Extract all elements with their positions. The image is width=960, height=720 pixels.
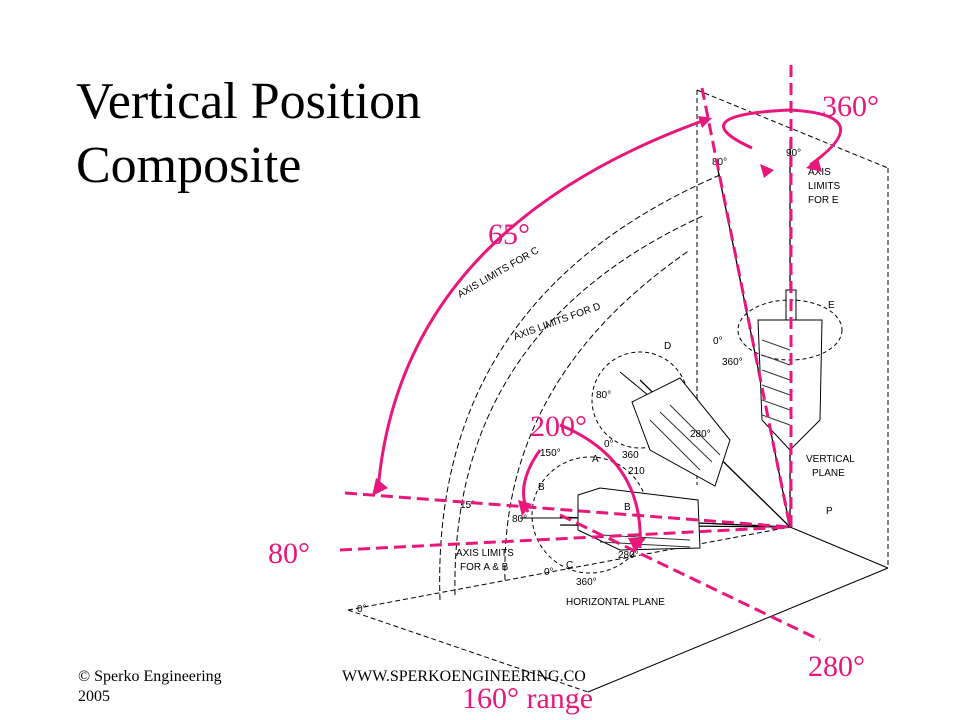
tick-360-bottom: 360° [576, 577, 597, 588]
angle-label-280: 280° [808, 650, 865, 683]
slide-title: Vertical Position Composite [76, 70, 421, 198]
label-e: E [828, 300, 835, 311]
tick-0-d: 0° [604, 439, 614, 450]
label-axis-e-3: FOR E [808, 195, 839, 206]
label-vertical-plane-1: VERTICAL [806, 454, 855, 465]
angle-label-65: 65° [488, 218, 530, 251]
label-axis-ab-1: AXIS LIMITS [456, 548, 514, 559]
label-b-inner: B [624, 502, 631, 513]
tick-80-d: 80° [596, 390, 611, 401]
label-vertical-plane-2: PLANE [812, 468, 845, 479]
label-a: A [592, 454, 599, 465]
tick-360-ab: 360 [622, 450, 639, 461]
footer-copyright: © Sperko Engineering 2005 [78, 667, 222, 707]
label-axis-ab-2: FOR A & B [460, 562, 509, 573]
label-axis-limits-d: AXIS LIMITS FOR D [512, 301, 602, 343]
horizontal-plane [347, 526, 889, 693]
label-p: P [826, 506, 833, 517]
tick-280-d: 280° [690, 429, 711, 440]
label-axis-e-2: LIMITS [808, 181, 841, 192]
footer-copyright-line-2: 2005 [78, 688, 110, 705]
label-axis-limits-c: AXIS LIMITS FOR C [456, 245, 541, 300]
tick-150: 150° [540, 448, 561, 459]
tick-80-vertical: 80° [712, 157, 727, 168]
axis-lines [559, 140, 791, 528]
label-horizontal-plane: HORIZONTAL PLANE [566, 597, 665, 608]
magenta-annotations [339, 65, 843, 642]
tick-360-e: 360° [722, 357, 743, 368]
tick-0-ab: 0° [544, 567, 554, 578]
magenta-arrowheads [372, 116, 822, 552]
range-label: 160° range [462, 682, 594, 715]
title-line-2: Composite [76, 137, 302, 194]
tick-210: 210 [628, 466, 645, 477]
tick-15: 15° [460, 500, 475, 511]
electrode-ab [520, 456, 701, 574]
axis-limit-arcs [439, 174, 721, 601]
angle-label-200: 200° [530, 410, 587, 443]
label-axis-e-1: AXIS [808, 167, 831, 178]
footer-copyright-line-1: © Sperko Engineering [78, 668, 222, 685]
tick-280-ab: 280° [618, 550, 639, 561]
title-line-1: Vertical Position [76, 73, 422, 130]
angle-label-360: 360° [822, 90, 879, 123]
label-b: B [538, 482, 545, 493]
tick-0-horizontal: 0° [357, 604, 367, 615]
tick-0-e: 0° [713, 336, 723, 347]
tick-80-ab: 80° [512, 514, 527, 525]
label-d: D [664, 341, 671, 352]
label-c: C [566, 560, 573, 571]
angle-label-80: 80° [268, 537, 310, 570]
footer-url: WWW.SPERKOENGINEERING.CO [342, 668, 586, 685]
electrode-d [591, 351, 731, 487]
tick-90: 90° [786, 148, 801, 159]
